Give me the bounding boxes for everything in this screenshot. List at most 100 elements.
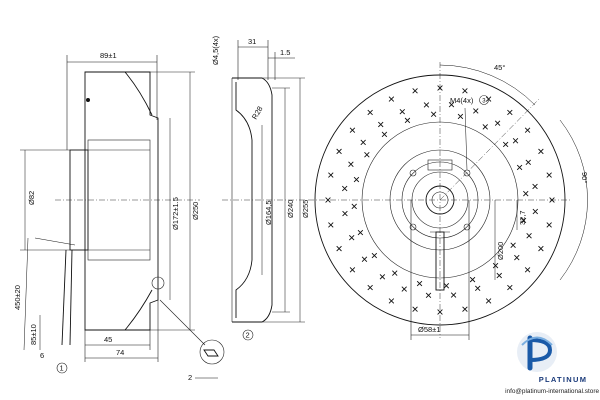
callout-1: 1 bbox=[60, 364, 64, 373]
blade-mark bbox=[349, 127, 356, 133]
blade-mark bbox=[502, 141, 509, 148]
blade-mark bbox=[348, 234, 355, 241]
blade-mark bbox=[399, 108, 406, 115]
blade-mark bbox=[546, 172, 552, 178]
blade-mark bbox=[532, 183, 538, 190]
blade-mark bbox=[371, 252, 378, 259]
blade-mark bbox=[538, 245, 544, 252]
blade-mark bbox=[482, 124, 488, 130]
blade-mark bbox=[532, 208, 539, 215]
platinum-logo bbox=[517, 332, 557, 372]
dim-74: 74 bbox=[116, 348, 124, 357]
dim-hole-4-5: Ø4,5(4x) bbox=[211, 35, 220, 65]
blade-mark bbox=[474, 285, 481, 292]
dim-200: Ø200 bbox=[496, 242, 505, 260]
blade-mark bbox=[514, 254, 520, 261]
blade-mark bbox=[549, 197, 555, 203]
blade-mark bbox=[353, 176, 360, 183]
blade-mark bbox=[404, 117, 411, 124]
dim-32-7: 32,7 bbox=[518, 210, 527, 225]
blade-mark bbox=[342, 210, 348, 217]
dim-31: 31 bbox=[248, 37, 256, 46]
blade-mark bbox=[336, 148, 342, 155]
side-section-view: 89±1 Ø82 Ø172±1.5 Ø250 450±20 bbox=[13, 51, 225, 382]
blade-mark bbox=[401, 286, 407, 292]
blade-mark bbox=[437, 85, 443, 91]
blade-mark bbox=[520, 217, 527, 224]
front-impeller-view: 45° M4(4x) 3 90° 32,7 Ø200 Ø58±1 bbox=[308, 62, 589, 340]
blade-mark bbox=[361, 256, 368, 262]
blade-mark bbox=[462, 88, 468, 94]
dim-89: 89±1 bbox=[100, 51, 117, 60]
blade-mark bbox=[507, 109, 513, 116]
blade-mark bbox=[524, 127, 531, 133]
blade-mark bbox=[462, 306, 468, 312]
housing-section-view: 31 1.5 Ø4,5(4x) R28 Ø164,5 Ø240 Ø255 2 bbox=[211, 35, 310, 341]
angle-90: 90° bbox=[580, 172, 589, 183]
dim-255: Ø255 bbox=[301, 200, 310, 218]
blade-mark bbox=[378, 121, 384, 128]
blade-mark bbox=[416, 280, 423, 287]
blade-mark bbox=[516, 164, 523, 171]
dim-450: 450±20 bbox=[13, 285, 22, 310]
blade-mark bbox=[328, 222, 334, 228]
blade-mark bbox=[360, 139, 366, 146]
brand-name: PLATINUM bbox=[538, 375, 588, 384]
dim-58: Ø58±1 bbox=[418, 325, 440, 334]
blade-mark bbox=[425, 292, 432, 299]
blade-mark bbox=[388, 298, 395, 304]
dim-240: Ø240 bbox=[286, 200, 295, 218]
blade-mark bbox=[443, 283, 450, 289]
blade-mark bbox=[328, 172, 334, 178]
blade-mark bbox=[367, 109, 373, 116]
blade-mark bbox=[325, 197, 331, 203]
dim-250: Ø250 bbox=[191, 202, 200, 220]
dim-1-5: 1.5 bbox=[280, 48, 290, 57]
blade-mark bbox=[341, 185, 348, 192]
blade-mark bbox=[351, 203, 357, 210]
blade-mark bbox=[450, 292, 457, 298]
blade-mark bbox=[524, 267, 531, 273]
blade-mark bbox=[357, 229, 364, 236]
blade-mark bbox=[496, 272, 502, 279]
dim-164-5: Ø164,5 bbox=[264, 200, 273, 225]
blade-mark bbox=[538, 148, 544, 155]
blade-mark bbox=[546, 222, 552, 228]
dim-6: 6 bbox=[40, 351, 44, 360]
blade-mark bbox=[412, 88, 418, 94]
blade-mark bbox=[348, 161, 354, 167]
blade-mark bbox=[525, 159, 532, 166]
blade-mark bbox=[523, 190, 529, 197]
blade-mark bbox=[412, 306, 418, 312]
blade-mark bbox=[494, 120, 501, 126]
dim-45: 45 bbox=[104, 335, 112, 344]
blade-mark bbox=[526, 233, 532, 239]
impeller-blades bbox=[325, 85, 555, 315]
blade-mark bbox=[469, 276, 476, 283]
blade-mark bbox=[381, 131, 388, 138]
dim-172: Ø172±1.5 bbox=[171, 197, 180, 230]
brand-email: info@platinum-international.store bbox=[505, 388, 599, 395]
blade-mark bbox=[364, 152, 370, 158]
blade-mark bbox=[367, 284, 373, 291]
blade-mark bbox=[379, 274, 386, 280]
dim-82: Ø82 bbox=[27, 191, 36, 205]
blade-mark bbox=[492, 262, 499, 269]
blade-mark bbox=[510, 242, 516, 248]
blade-mark bbox=[473, 108, 479, 114]
dim-2: 2 bbox=[188, 373, 192, 382]
blade-mark bbox=[336, 245, 342, 252]
blade-mark bbox=[457, 113, 464, 120]
radius-28: R28 bbox=[250, 105, 265, 121]
blade-mark bbox=[512, 138, 519, 144]
blade-mark bbox=[437, 309, 443, 315]
blade-mark bbox=[430, 111, 437, 117]
callout-2: 2 bbox=[246, 331, 250, 340]
blade-mark bbox=[349, 267, 356, 273]
dim-85: 85±10 bbox=[29, 324, 38, 345]
angle-45: 45° bbox=[494, 63, 505, 72]
m4-label: M4(4x) bbox=[450, 96, 474, 105]
blade-mark bbox=[448, 101, 455, 108]
m4-note: 3 bbox=[482, 98, 486, 104]
